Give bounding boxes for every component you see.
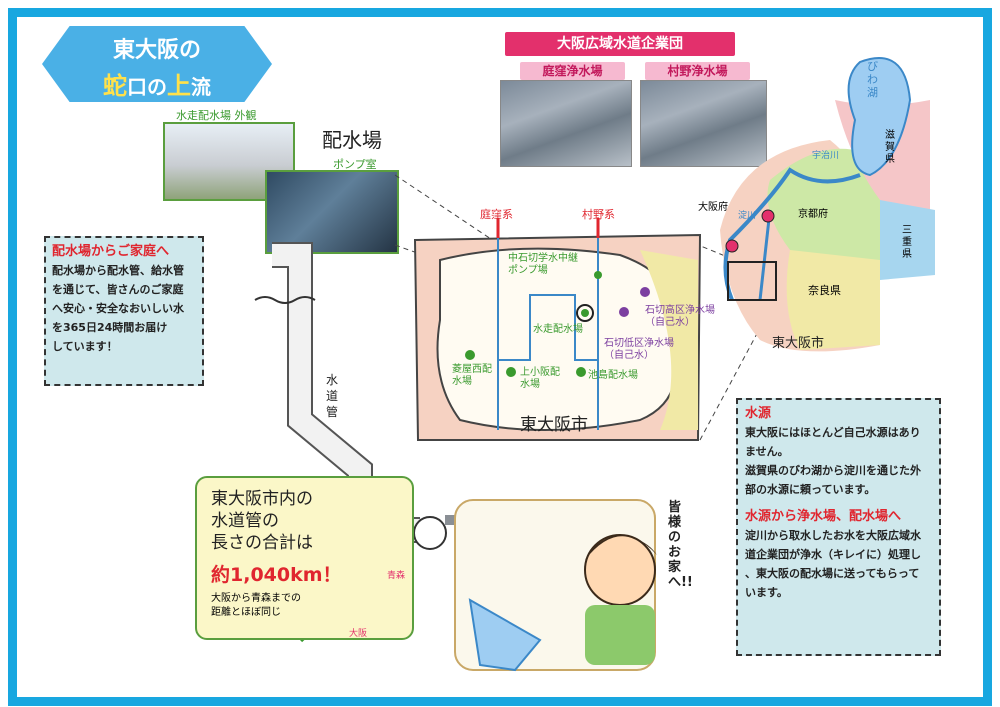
- title-end: 流: [191, 75, 211, 99]
- region-river-label: 宇治川: [812, 151, 840, 161]
- title-mid: 口の: [127, 75, 167, 99]
- title-hexagon: 東大阪の 蛇口の上流: [42, 26, 272, 102]
- biwa-lake: [847, 57, 912, 177]
- photo-label-exterior: 水走配水場 外観: [176, 109, 257, 122]
- region-osaka-label: 大阪府: [698, 202, 728, 213]
- haisuijo-label: 配水場: [322, 128, 382, 152]
- boy-shirt: [585, 605, 655, 665]
- station-ishikiri-low-sub: （自己水）: [604, 350, 654, 361]
- bubble-sub: 大阪から青森までの 距離とほぼ同じ: [211, 592, 301, 620]
- station-ishikiri-low: 石切低区浄水場 （自己水）: [604, 338, 674, 362]
- station-ishikiri-high-name: 石切高区浄水場: [645, 305, 715, 316]
- note-right-p2: 、東大阪の配水場に送ってもらって: [745, 567, 920, 580]
- bubble-line1: 東大阪市内の: [211, 489, 313, 509]
- note-left-line: を通じて、皆さんのご家庭: [52, 283, 184, 296]
- ishikiri-low-dot: [619, 307, 629, 317]
- pump-room-photo: [265, 170, 399, 254]
- pipe-length-bubble: 東大阪市内の 水道管の 長さの合計は 約1,040km！ 大阪から青森までの 距…: [195, 476, 414, 640]
- note-distribution: 配水場からご家庭へ 配水場から配水管、給水管 を通じて、皆さんのご家庭 へ安心・…: [44, 236, 204, 386]
- bubble-sub2: 距離とほぼ同じ: [211, 607, 281, 618]
- region-yodo-label: 淀川: [738, 211, 757, 221]
- note-right-p1: 部の水源に頼っています。: [745, 483, 876, 496]
- region-mie-label: 三重県: [902, 225, 912, 260]
- boy-face: [584, 534, 656, 606]
- river-branch: [758, 209, 772, 301]
- note-right-heading1: 水源: [745, 406, 772, 421]
- station-ishikiri-pump: 中石切学水中継ポンプ場: [508, 253, 578, 276]
- plant-label-niwakubo: 庭窪浄水場: [520, 62, 625, 80]
- title-line1: 東大阪の: [112, 38, 201, 63]
- note-right-heading2: 水源から浄水場、配水場へ: [745, 509, 902, 524]
- region-shiga-label: 滋賀県: [885, 130, 895, 165]
- water-glass: [468, 598, 542, 672]
- higashiosaka-box: [727, 261, 777, 301]
- bubble-line2: 水道管の: [211, 511, 279, 531]
- mizuhai-dot: [581, 309, 589, 317]
- source-niwakubo: 庭窪系: [480, 208, 513, 221]
- region-nara: [786, 250, 880, 350]
- bubble-text: 東大阪市内の 水道管の 長さの合計は: [211, 488, 313, 554]
- note-left-line: を365日24時間お届け: [52, 321, 168, 334]
- yodo-river: [723, 167, 861, 301]
- org-label: 大阪広域水道企業団: [505, 32, 735, 56]
- note-right-p1: 滋賀県のびわ湖から淀川を通じた外: [745, 464, 921, 477]
- boy-hair: [585, 535, 657, 560]
- ishikiri-pump-dot: [594, 271, 602, 279]
- water-meter: [413, 516, 447, 550]
- title-line2: 蛇口の上流: [42, 66, 272, 101]
- station-kamikosaka: 上小阪配水場: [520, 367, 560, 390]
- station-ishikiri-high-sub: （自己水）: [645, 317, 695, 328]
- title-hl2: 上: [167, 72, 191, 100]
- station-hishiyanishi: 菱屋西配水場: [452, 364, 492, 387]
- murano-photo: [640, 80, 767, 167]
- title-hl1: 蛇: [103, 72, 127, 100]
- niwakubo-photo: [500, 80, 632, 167]
- region-city-label: 東大阪市: [772, 336, 825, 351]
- note-right-p2: 淀川から取水したお水を大阪広域水: [745, 529, 921, 542]
- plant-label-murano: 村野浄水場: [645, 62, 750, 80]
- region-mie: [880, 200, 935, 280]
- pump-room-label: ポンプ室: [333, 158, 377, 171]
- note-left-line: へ安心・安全なおいしい水: [52, 302, 184, 315]
- mizuhai-marker: [576, 304, 594, 322]
- source-murano: 村野系: [582, 208, 615, 221]
- region-pointer-line: [685, 239, 731, 259]
- bubble-sub1: 大阪から青森までの: [211, 593, 301, 604]
- note-right-p1: 東大阪にはほとんど自己水源はあり: [745, 426, 921, 439]
- ikeshima-dot: [576, 367, 586, 377]
- ishikiri-high-dot: [640, 287, 650, 297]
- note-water-source: 水源 東大阪にはほとんど自己水源はあり ません。 滋賀県のびわ湖から淀川を通じた…: [736, 398, 941, 656]
- murano-plant-dot: [761, 209, 775, 223]
- note-left-line: しています！: [52, 340, 118, 353]
- bubble-aomori: 青森: [387, 571, 406, 581]
- note-right-p1: ません。: [745, 445, 789, 458]
- niwakubo-plant-dot: [725, 239, 739, 253]
- note-left-heading: 配水場からご家庭へ: [52, 244, 170, 259]
- hishiyanishi-dot: [465, 350, 475, 360]
- station-ikeshima: 池島配水場: [588, 370, 638, 381]
- pipe-label: 水道管: [326, 373, 339, 419]
- note-right-p2: います。: [745, 586, 788, 599]
- connector-pipe: [498, 294, 598, 361]
- city-map-label: 東大阪市: [520, 415, 588, 435]
- kamikosaka-dot: [506, 367, 516, 377]
- station-ishikiri-high: 石切高区浄水場 （自己水）: [645, 305, 715, 329]
- bubble-length: 約1,040km！: [211, 564, 342, 586]
- region-nara-label: 奈良県: [808, 284, 841, 297]
- bubble-line3: 長さの合計は: [211, 533, 313, 553]
- note-right-p2: 道企業団が浄水（キレイに）処理し: [745, 548, 921, 561]
- station-mizuhai: 水走配水場: [533, 324, 583, 335]
- bubble-osaka: 大阪: [349, 629, 368, 639]
- station-ishikiri-low-name: 石切低区浄水場: [604, 338, 674, 349]
- region-kyoto-label: 京都府: [798, 209, 828, 220]
- pipe-break-wave: [254, 296, 316, 304]
- city-map-east: [640, 250, 698, 430]
- region-lake-label: びわ湖: [867, 60, 878, 99]
- home-label: 皆様のお家へ!!: [668, 500, 693, 590]
- note-left-line: 配水場から配水管、給水管: [52, 264, 184, 277]
